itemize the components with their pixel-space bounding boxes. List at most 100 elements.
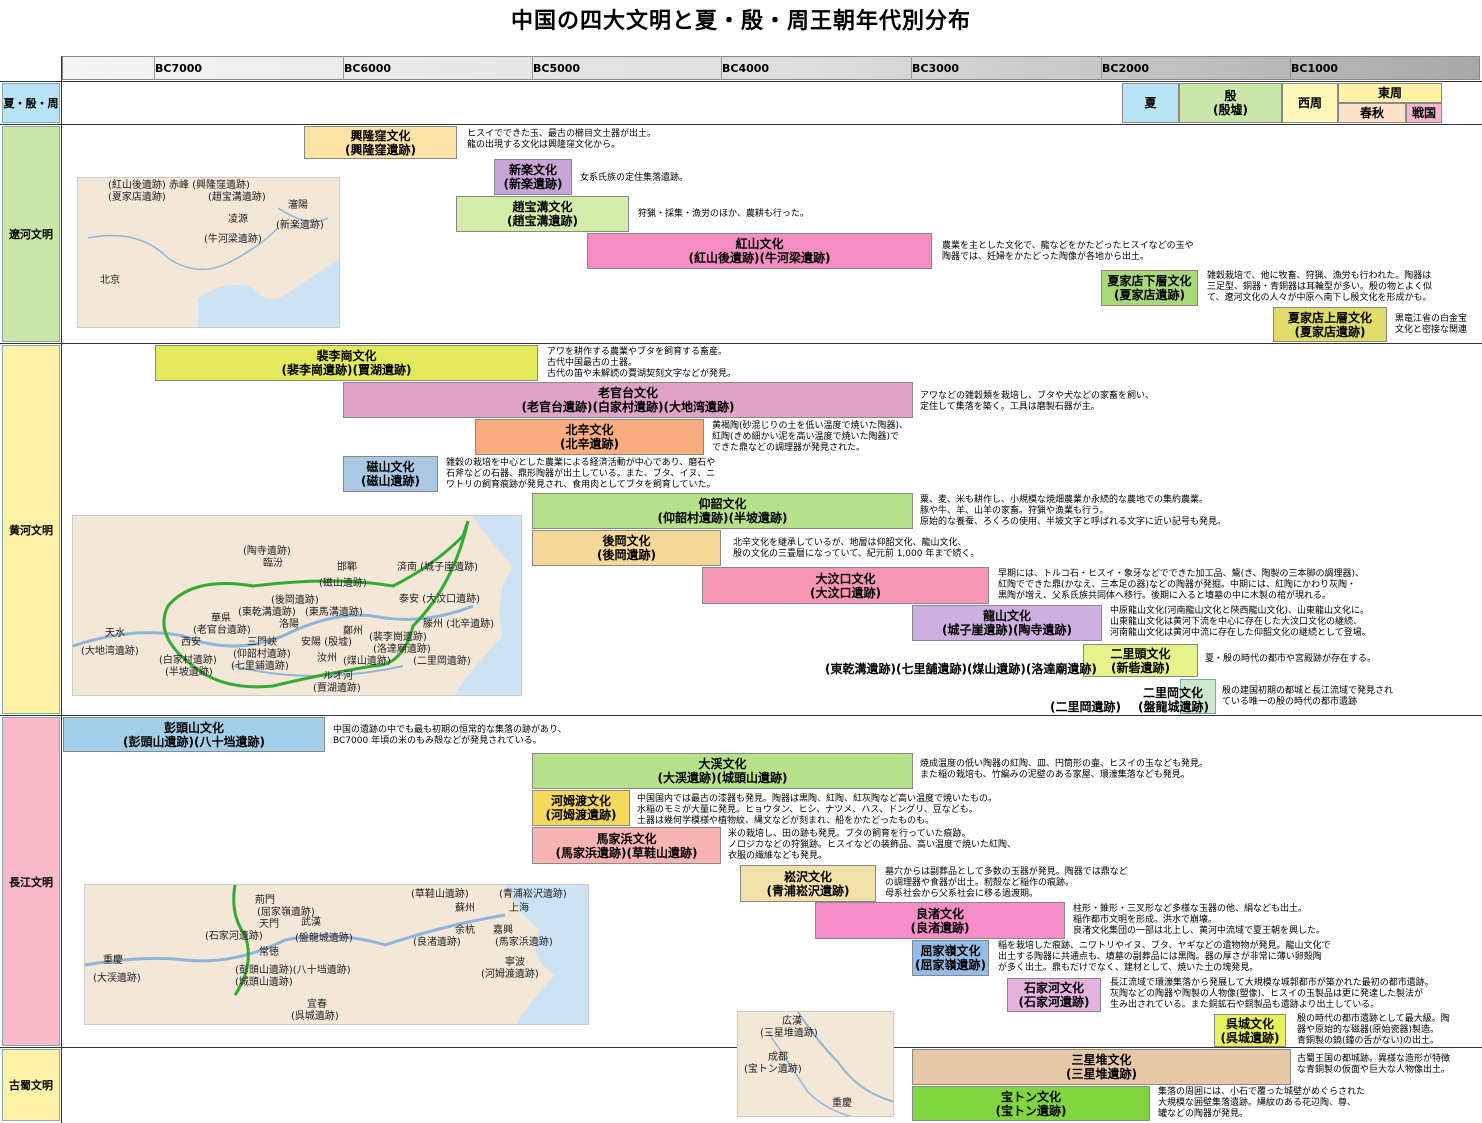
map-label: (青浦崧沢遺跡) xyxy=(499,889,567,900)
dynasty-xia: 夏 xyxy=(1122,83,1179,123)
map-label: (賈湖遺跡) xyxy=(313,683,361,694)
culture-site: (良渚遺跡) xyxy=(910,920,970,935)
map-liao: (紅山後遺跡) 赤峰 (興隆窪遺跡) (夏家店遺跡) (趙宝溝遺跡) 瀋陽 (新… xyxy=(77,177,340,328)
culture-daxi: 大渓文化(大渓遺跡)(城頭山遺跡) xyxy=(532,753,913,789)
map-label: (老官台遺跡) xyxy=(193,625,251,636)
map-shu-shapes xyxy=(767,1012,893,1116)
map-label: 北京 xyxy=(100,275,120,286)
culture-zhaobaogou: 趙宝溝文化(趙宝溝遺跡) xyxy=(456,196,629,232)
map-label: 宜春 xyxy=(307,999,327,1010)
map-label: (裴李崗遺跡) xyxy=(369,632,427,643)
map-label: 蘇州 xyxy=(455,903,475,914)
map-label: (東馬溝遺跡) xyxy=(305,607,363,618)
map-label: (牛河梁遺跡) xyxy=(204,234,262,245)
dynasty-zhanguo: 戦国 xyxy=(1406,103,1442,123)
culture-name: 新楽文化 xyxy=(508,163,557,177)
tick-line xyxy=(1101,56,1102,80)
culture-wucheng: 呉城文化(呉城遺跡) xyxy=(1214,1014,1286,1047)
culture-desc: アワなどの雑穀類を栽培し、ブタや犬などの家畜を飼い、 定住して集落を築く。工具は… xyxy=(920,391,1155,412)
culture-desc: 雑穀栽培で、他に牧畜、狩猟、漁労も行われた。陶器は 三足型、銅器・青銅器は耳輪型… xyxy=(1207,271,1433,303)
culture-erligang xyxy=(1180,679,1216,714)
map-label: (盤龍城遺跡) xyxy=(295,933,353,944)
culture-site: (紅山後遺跡)(牛河梁遺跡) xyxy=(688,251,831,265)
culture-yangshao: 仰韶文化(仰韶村遺跡)(半坡遺跡) xyxy=(532,493,913,529)
culture-name: 馬家浜文化 xyxy=(596,831,657,846)
culture-desc: 早期には、トルコ石・ヒスイ・象牙などでできた加工品、鬶(き、陶製の三本脚の調理器… xyxy=(998,569,1365,601)
culture-desc: 稲を栽培した痕跡、ニワトリやイヌ、ブタ、ヤギなどの遺物物が発見。龍山文化で 出土… xyxy=(998,941,1331,973)
culture-cishan: 磁山文化(磁山遺跡) xyxy=(343,456,438,492)
culture-desc: 焼成温度の低い陶器の紅陶、皿、円筒形の壷、ヒスイの玉なども発見。 また稲の栽培も… xyxy=(920,759,1209,780)
map-label: 余杭 xyxy=(455,925,475,936)
row-divider xyxy=(0,715,1482,716)
culture-site: (彭頭山遺跡)(八十垱遺跡) xyxy=(123,734,265,749)
map-label: 成都 xyxy=(768,1052,788,1063)
tick-label: BC5000 xyxy=(533,62,581,75)
map-label: (煤山遺跡) xyxy=(343,656,391,667)
culture-xiajiadian-lower: 夏家店下層文化(夏家店遺跡) xyxy=(1101,270,1198,306)
culture-erlitou: 二里頭文化(新砦遺跡) xyxy=(1083,644,1198,677)
culture-name: 夏家店下層文化 xyxy=(1107,274,1192,288)
culture-name: 龍山文化 xyxy=(982,609,1031,623)
tick-label: BC2000 xyxy=(1102,62,1150,75)
culture-desc: アワを耕作する農業やブタを飼育する畜産。 古代中国最古の土器。 古代の笛や未解読… xyxy=(547,347,737,379)
map-label: (二里岡遺跡) xyxy=(413,656,471,667)
map-label: (馬家浜遺跡) xyxy=(495,937,553,948)
map-label: 三門峡 xyxy=(247,637,277,648)
map-label: ルオ河 xyxy=(323,671,353,682)
culture-baodun: 宝トン文化(宝トン遺跡) xyxy=(912,1086,1150,1121)
culture-desc: 黄褐陶(砂混じりの土を低い温度で焼いた陶器)、 紅陶(きめ細かい泥を高い温度で焼… xyxy=(712,421,909,453)
culture-site: (老官台遺跡)(白家村遺跡)(大地湾遺跡) xyxy=(521,400,735,414)
culture-desc: 農業を主とした文化で、龍などをかたどったヒスイなどの玉や 陶器では、妊婦をかたど… xyxy=(942,241,1194,262)
map-label: 洛陽 xyxy=(279,619,299,630)
culture-name: 宝トン文化 xyxy=(1000,1089,1061,1104)
map-label: (夏家店遺跡) xyxy=(108,192,166,203)
culture-name: 夏家店上層文化 xyxy=(1287,310,1372,325)
map-label: (彭頭山遺跡)(八十垱遺跡) xyxy=(235,965,351,976)
map-label: 上海 xyxy=(509,903,529,914)
tick-line xyxy=(532,56,533,80)
dynasty-site: (殷墟) xyxy=(1213,103,1248,117)
dynasty-label: 夏 xyxy=(1144,96,1157,110)
culture-extra-sites: (東乾溝遺跡)(七里舗遺跡)(煤山遺跡)(洛達廟遺跡) xyxy=(825,662,1097,676)
tick-label: BC4000 xyxy=(722,62,770,75)
culture-desc: 粟、麦、米も耕作し、小規模な焼畑農業か永続的な農地での集約農業。 豚や牛、羊、山… xyxy=(920,495,1227,527)
culture-dawenkou: 大汶口文化(大汶口遺跡) xyxy=(702,567,989,604)
culture-desc: 長江流域で環濠集落から発展して大規模な城郭都市が築かれた最初の都市遺跡。 灰陶な… xyxy=(1110,978,1434,1010)
culture-desc: ヒスイでできた玉、最古の櫛目文土器が出土。 龍の出現する文化は興隆窪文化から。 xyxy=(467,129,657,150)
culture-xinle: 新楽文化(新楽遺跡) xyxy=(494,159,572,195)
culture-desc: 殷の建国初期の都城と長江流域で発見され ている唯一の殷の時代の都市遺跡 xyxy=(1222,686,1394,707)
map-label: (趙宝溝遺跡) xyxy=(208,192,266,203)
culture-majiabang: 馬家浜文化(馬家浜遺跡)(草鞋山遺跡) xyxy=(532,827,721,864)
culture-peiligang: 裴李崗文化(裴李崗遺跡)(賈湖遺跡) xyxy=(155,345,538,381)
culture-liangzhu: 良渚文化(良渚遺跡) xyxy=(815,902,1065,939)
culture-site: (仰韶村遺跡)(半坡遺跡) xyxy=(657,511,788,525)
culture-desc: 柱形・錐形・三叉形など多様な玉器の他、絹なども出土。 稲作都市文明を形成。洪水で… xyxy=(1073,904,1326,936)
map-label: (大渓遺跡) xyxy=(93,973,141,984)
culture-hemudu: 河姆渡文化(河姆渡遺跡) xyxy=(532,790,630,826)
map-label: 天水 xyxy=(105,628,125,639)
culture-name: 良渚文化 xyxy=(915,906,964,921)
culture-desc: 古蜀王国の都城跡。異様な造形が特徴 な青銅製の仮面や巨大な人物像出土。 xyxy=(1297,1054,1451,1075)
map-label: (新楽遺跡) xyxy=(276,220,324,231)
culture-xinglongwa: 興隆窪文化(興隆窪遺跡) xyxy=(304,126,457,159)
map-label: (大地湾遺跡) xyxy=(81,646,139,657)
map-label: 嘉興 xyxy=(493,925,513,936)
culture-site: (三星堆遺跡) xyxy=(1066,1067,1137,1081)
culture-site: (馬家浜遺跡)(草鞋山遺跡) xyxy=(555,845,698,860)
map-label: 寧波 xyxy=(505,957,525,968)
tick-label: BC3000 xyxy=(912,62,960,75)
row-divider xyxy=(0,343,1482,344)
culture-songze: 崧沢文化(青浦崧沢遺跡) xyxy=(740,865,876,902)
culture-site: (石家河遺跡) xyxy=(1018,995,1090,1009)
map-label: (石家河遺跡) xyxy=(205,931,263,942)
map-yangtze-shapes xyxy=(85,885,588,1024)
map-yellow-shapes xyxy=(73,516,521,695)
culture-desc: 北辛文化を継承しているが、地層は仰韶文化、龍山文化、 殷の文化の三畳層になってい… xyxy=(733,538,980,559)
map-label: 荊門 xyxy=(255,895,275,906)
culture-name: 二里岡文化 xyxy=(1143,686,1204,700)
map-label: (半坡遺跡) xyxy=(165,667,213,678)
culture-site: (屈家嶺遺跡) xyxy=(915,958,986,972)
label-column-divider xyxy=(61,56,62,1123)
culture-desc: 狩猟・採集・漁労のほか、農耕も行った。 xyxy=(638,209,809,219)
culture-desc: 雑穀の栽培を中心とした農業による経済活動が中心であり、磨石や 石斧などの石器、鼎… xyxy=(446,458,716,490)
